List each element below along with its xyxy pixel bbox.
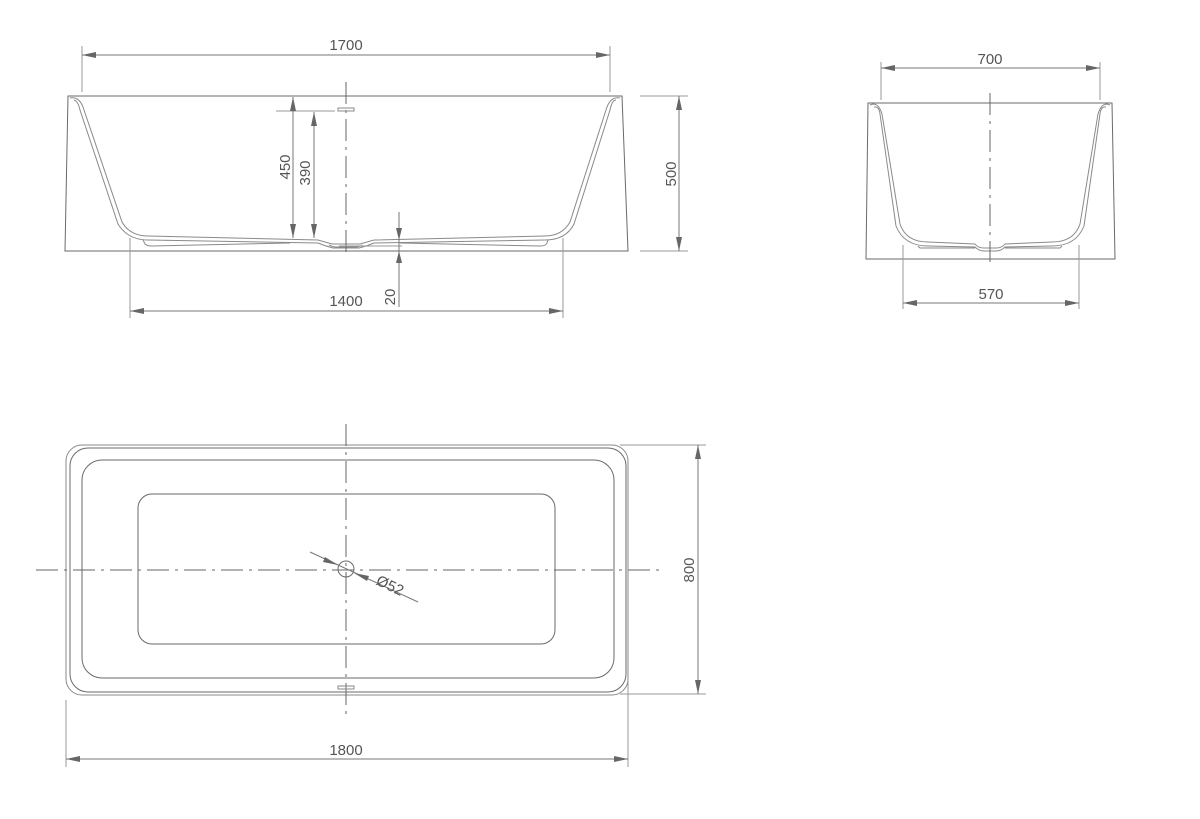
dim-top-length: 1800: [329, 742, 362, 759]
dim-base-clearance: 20: [382, 289, 399, 306]
drain-circle: [337, 560, 355, 578]
dim-total-height: 500: [663, 161, 680, 186]
side-view: 700 570: [865, 51, 1116, 309]
dim-top-width: 800: [681, 557, 698, 582]
dim-base-width: 1400: [329, 293, 362, 310]
dim-overflow-height: 390: [297, 160, 314, 185]
front-view: 1700 450 390 20 500 1400: [64, 37, 688, 318]
dim-drain-diameter: Ø52: [373, 572, 406, 599]
dim-side-top-width: 700: [977, 51, 1002, 68]
dim-front-top-width: 1700: [329, 37, 362, 54]
top-view: Ø52 800 1800: [36, 424, 706, 767]
dim-side-base-width: 570: [978, 286, 1003, 303]
dim-inner-depth: 450: [277, 154, 294, 179]
